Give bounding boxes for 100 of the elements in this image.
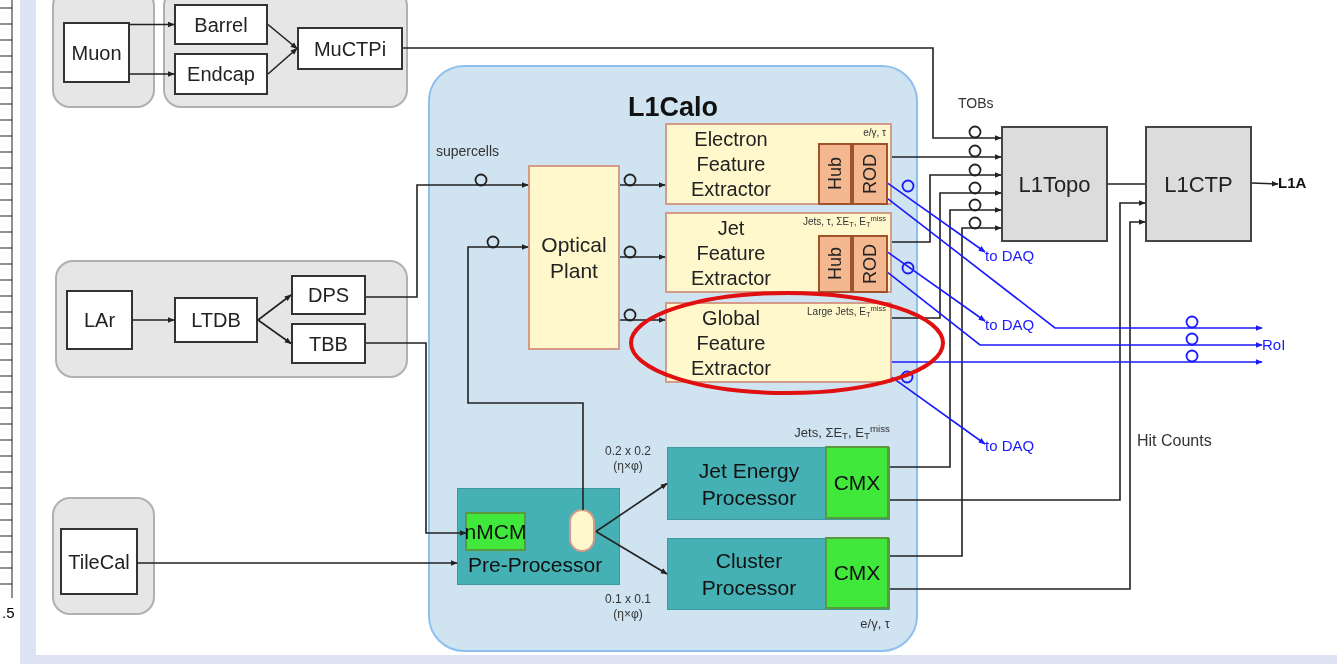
annotation-label: Hit Counts — [1137, 431, 1213, 451]
connector-arrow — [132, 317, 175, 323]
connector-arrow — [257, 319, 292, 345]
connector-arrow — [619, 182, 666, 188]
connector-arrow — [365, 182, 529, 298]
component-box — [174, 297, 258, 343]
board-box — [818, 143, 852, 205]
feature-extractor-box — [665, 123, 892, 205]
component-box — [174, 53, 268, 95]
node-label: to DAQ — [985, 435, 1035, 456]
group-panel — [55, 260, 408, 378]
connector-arrow — [619, 317, 666, 323]
processor-box — [1145, 126, 1252, 242]
module-label: Electron Feature Extractor — [690, 127, 772, 202]
system-panel — [428, 65, 918, 652]
board-box — [818, 235, 852, 293]
node-label: to DAQ — [985, 314, 1035, 335]
processor-box — [667, 447, 890, 520]
node-label: nMCM — [464, 518, 527, 545]
connector-arrow — [887, 182, 986, 253]
module-label: Jet Feature Extractor — [690, 216, 772, 291]
connector-arrow — [595, 530, 668, 575]
node-label: CMX — [833, 469, 881, 496]
module-box — [825, 446, 889, 519]
connector-arrow — [889, 225, 1002, 557]
connector-arrow — [889, 219, 1146, 590]
node-label: Barrel — [194, 12, 248, 38]
board-box — [852, 143, 888, 205]
connector-arrow — [402, 47, 1002, 141]
board-label: Hub — [823, 157, 846, 191]
connector-arrow — [137, 560, 458, 566]
connector-arrow — [619, 254, 666, 260]
connector-arrow — [1251, 180, 1279, 187]
connector-arrow — [887, 251, 986, 322]
node-label: CMX — [833, 560, 881, 587]
connector-arrow — [889, 207, 1002, 468]
output-types-label: e/γ, τ — [859, 615, 890, 633]
component-box — [297, 27, 403, 70]
component-box — [291, 275, 366, 315]
connector-arrow — [129, 71, 175, 77]
node-label: LAr — [83, 308, 116, 333]
panel-title: L1Calo — [627, 91, 719, 124]
node-label: L1Topo — [1018, 170, 1091, 199]
module-label: Global Feature Extractor — [690, 306, 772, 381]
node-label: RoI — [1262, 334, 1286, 355]
annotation-label: 0.2 x 0.2 (η×φ) — [604, 444, 652, 474]
connector-arrow — [891, 376, 986, 445]
output-types-label: e/γ, τ — [863, 126, 886, 139]
board-label: ROD — [858, 154, 881, 194]
module-label: Pre-Processor — [468, 551, 603, 578]
node-label: L1CTP — [1164, 170, 1233, 199]
connector-arrow — [257, 294, 292, 321]
node-label: Muon — [71, 40, 122, 66]
annotation-label: .5 — [2, 603, 16, 623]
annotation-label: 0.1 x 0.1 (η×φ) — [604, 592, 652, 622]
module-label: Jet Energy Processor — [697, 457, 801, 511]
board-label: ROD — [858, 244, 881, 284]
node-label: to DAQ — [985, 245, 1035, 266]
processor-box — [667, 538, 890, 610]
board-box — [852, 235, 888, 293]
module-label: Cluster Processor — [700, 548, 798, 601]
module-box — [825, 537, 889, 609]
connector-arrow — [889, 200, 1146, 501]
group-panel — [52, 497, 155, 615]
node-label: Endcap — [187, 62, 255, 87]
component-box — [174, 4, 268, 45]
component-box — [60, 528, 138, 595]
annotation-label: supercells — [436, 142, 501, 161]
connector-arrow — [891, 154, 1002, 160]
connector-arrow — [267, 23, 298, 50]
module-box — [465, 512, 526, 551]
connector-arrow — [467, 244, 584, 511]
component-box — [66, 290, 133, 350]
node-label: DPS — [307, 283, 350, 308]
processor-box — [1001, 126, 1108, 242]
connector-arrow — [129, 21, 175, 28]
board-label: Hub — [823, 247, 846, 281]
node-label: MuCTPi — [313, 36, 387, 62]
connector-arrow — [887, 198, 1263, 331]
module-box — [569, 509, 595, 552]
connector-arrow — [595, 482, 668, 533]
feature-extractor-box — [665, 302, 892, 383]
node-label: Optical Plant — [540, 231, 608, 284]
module-box — [528, 165, 620, 350]
connector-arrow — [891, 190, 1002, 319]
component-box — [63, 22, 130, 83]
processor-box — [457, 488, 620, 585]
connector-arrow — [891, 172, 1002, 243]
connector-arrow — [365, 342, 467, 536]
node-label: L1A — [1278, 172, 1307, 193]
group-panel — [163, 0, 408, 108]
group-panel — [52, 0, 155, 108]
annotation-label: TOBs — [958, 94, 995, 113]
node-label: TBB — [309, 331, 348, 357]
feature-extractor-box — [665, 212, 892, 293]
connector-arrow — [267, 47, 298, 75]
node-label: TileCal — [68, 549, 130, 575]
node-label: LTDB — [191, 308, 241, 333]
connector-arrow — [887, 271, 1263, 348]
connector-arrow — [891, 359, 1263, 365]
